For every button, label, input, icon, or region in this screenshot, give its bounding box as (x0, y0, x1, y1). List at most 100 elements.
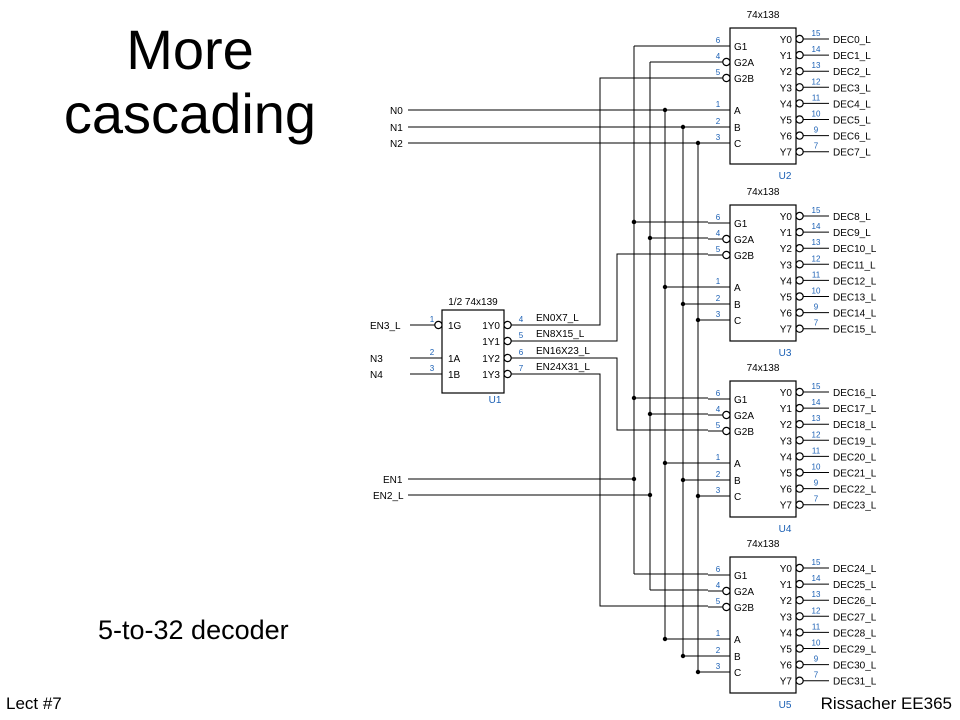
pin-name: Y1 (780, 51, 793, 62)
pin-number: 12 (812, 430, 821, 439)
pin-name: Y2 (780, 596, 793, 607)
pin-number: 15 (812, 558, 821, 567)
chip-part-label: 74x138 (747, 363, 780, 374)
junction-dot (695, 493, 701, 499)
output-label-dec10-l: DEC10_L (833, 244, 877, 255)
pin-name: Y6 (780, 661, 793, 672)
net-en16x23 (511, 357, 708, 431)
junction-dot (662, 107, 668, 113)
pin-name: Y1 (780, 580, 793, 591)
output-label-dec29-l: DEC29_L (833, 645, 877, 656)
pin-name: G2A (734, 235, 754, 246)
inversion-bubble (503, 369, 512, 379)
pin-name: Y0 (780, 212, 793, 223)
pin-number: 9 (814, 655, 819, 664)
junction-dot (695, 669, 701, 675)
pin-name: Y7 (780, 501, 793, 512)
net-label-en0x7-l: EN0X7_L (536, 313, 579, 324)
pin-number: 2 (716, 470, 721, 479)
inversion-bubble (795, 147, 804, 156)
output-label-dec17-l: DEC17_L (833, 404, 877, 415)
pin-name: Y2 (780, 67, 793, 78)
pin-name: Y3 (780, 436, 793, 447)
chip-ref-label: U4 (779, 524, 792, 535)
pin-name: Y3 (780, 260, 793, 271)
pin-number: 7 (814, 495, 819, 504)
chip-body (729, 380, 797, 518)
pin-name: Y6 (780, 485, 793, 496)
inversion-bubble (795, 612, 804, 621)
output-label-dec28-l: DEC28_L (833, 628, 877, 639)
output-label-dec26-l: DEC26_L (833, 596, 877, 607)
junction-dot (647, 411, 653, 417)
input-label-n4: N4 (370, 370, 383, 381)
output-label-dec0-l: DEC0_L (833, 35, 871, 46)
inversion-bubble (795, 50, 804, 60)
output-label-dec25-l: DEC25_L (833, 580, 877, 591)
inversion-bubble (795, 387, 804, 397)
net-en24x31 (511, 373, 708, 607)
net-label-en24x31-l: EN24X31_L (536, 362, 590, 373)
inversion-bubble (795, 211, 804, 221)
output-label-dec24-l: DEC24_L (833, 564, 877, 575)
inversion-bubble (795, 484, 804, 493)
pin-name: G2B (734, 427, 754, 438)
pin-number: 5 (716, 421, 721, 430)
chip-body (729, 27, 797, 165)
output-label-dec1-l: DEC1_L (833, 51, 871, 62)
junction-dot (680, 653, 686, 659)
inversion-bubble (795, 500, 804, 509)
pin-name: Y4 (780, 628, 793, 639)
junction-dot (631, 476, 637, 482)
inversion-bubble (795, 324, 804, 333)
output-label-dec19-l: DEC19_L (833, 436, 877, 447)
pin-number: 9 (814, 479, 819, 488)
input-label-en3-l: EN3_L (370, 321, 401, 332)
pin-number: 6 (716, 36, 721, 45)
net-en0x7 (511, 77, 708, 326)
junction-dot (680, 124, 686, 130)
slide-title-line-1: More (126, 18, 254, 81)
output-label-dec16-l: DEC16_L (833, 388, 877, 399)
output-label-dec27-l: DEC27_L (833, 612, 877, 623)
junction-dot (662, 636, 668, 642)
pin-number: 3 (716, 662, 721, 671)
inversion-bubble (795, 99, 804, 108)
pin-number: 1 (716, 100, 721, 109)
pin-name: 1Y0 (482, 321, 500, 332)
pin-name: A (734, 106, 741, 117)
input-label-n2: N2 (390, 139, 403, 150)
pin-name: Y7 (780, 148, 793, 159)
net-label-en16x23-l: EN16X23_L (536, 346, 590, 357)
inversion-bubble (795, 276, 804, 285)
pin-name: 1Y2 (482, 354, 500, 365)
pin-name: Y5 (780, 469, 793, 480)
pin-name: Y6 (780, 132, 793, 143)
output-label-dec20-l: DEC20_L (833, 452, 877, 463)
pin-name: 1Y1 (482, 337, 500, 348)
pin-name: Y5 (780, 116, 793, 127)
pin-number: 6 (716, 565, 721, 574)
pin-name: G2B (734, 603, 754, 614)
decoder-chip-u2: 74x138U26G14G2A5G2B1A2B3C15Y014Y113Y212Y… (716, 10, 821, 182)
pin-number: 6 (716, 389, 721, 398)
pin-number: 14 (812, 398, 821, 407)
pin-number: 10 (812, 639, 821, 648)
pin-name: C (734, 668, 741, 679)
pin-number: 12 (812, 77, 821, 86)
wires (408, 38, 829, 682)
inversion-bubble (434, 320, 443, 330)
inversion-bubble (795, 579, 804, 589)
pin-number: 12 (812, 606, 821, 615)
inversion-bubble (722, 234, 731, 244)
pin-number: 11 (812, 446, 821, 455)
input-label-en2-l: EN2_L (373, 491, 404, 502)
output-label-dec6-l: DEC6_L (833, 132, 871, 143)
junction-dot (662, 284, 668, 290)
pin-name: A (734, 459, 741, 470)
chip-part-label: 74x138 (747, 10, 780, 21)
chip-body (441, 309, 505, 394)
junction-dot (662, 460, 668, 466)
output-label-dec13-l: DEC13_L (833, 293, 877, 304)
pin-name: A (734, 283, 741, 294)
